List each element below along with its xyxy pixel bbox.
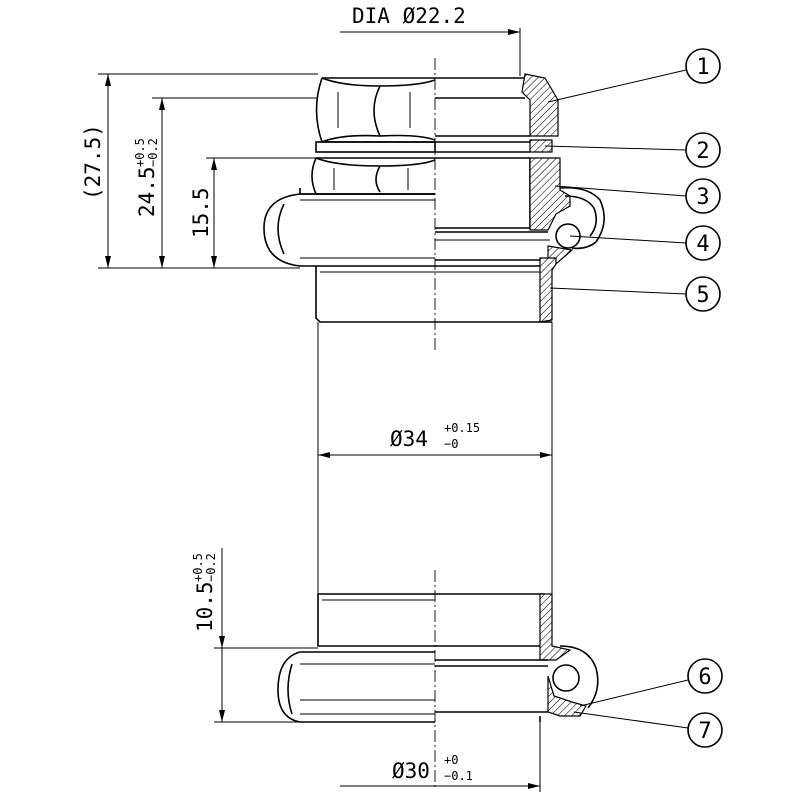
dim-crown-id: Ø30 +0 −0.1 — [340, 716, 541, 792]
balloon-3-number: 3 — [696, 185, 709, 210]
upper-cup-exterior — [315, 266, 435, 323]
dim-crown-height-tol-upper: +0.5 — [191, 553, 205, 582]
dim-crown-id-tol-upper: +0 — [444, 753, 458, 767]
balloon-4: 4 — [569, 225, 721, 261]
locknut-exterior — [315, 77, 436, 143]
dim-cup-od: Ø34 +0.15 −0 — [318, 421, 552, 458]
dim-cup-od-tol-lower: −0 — [444, 437, 458, 451]
dim-overall-height-label: (27.5) — [81, 124, 105, 200]
dim-dia-22-2: DIA Ø22.2 — [340, 4, 521, 76]
balloon-5-number: 5 — [696, 283, 709, 308]
balloon-6-number: 6 — [698, 665, 711, 690]
dim-stack-height-main: 24.5 — [135, 166, 159, 217]
dim-cup-height: 15.5 — [189, 157, 316, 268]
keyed-washer-section — [435, 139, 553, 153]
dim-overall-height: (27.5) — [81, 73, 318, 269]
crown-race-section — [435, 645, 599, 722]
crown-race-exterior — [277, 651, 435, 723]
balloon-1: 1 — [547, 48, 721, 103]
lower-cup-section — [435, 593, 572, 661]
balloon-3: 3 — [554, 178, 721, 214]
upper-cup-section — [435, 257, 557, 323]
dim-dia-22-2-label: DIA Ø22.2 — [352, 4, 466, 28]
dim-crown-height-tol-lower: −0.2 — [204, 553, 218, 582]
dim-crown-height-main: 10.5 — [193, 581, 217, 632]
upper-bearing-ball — [555, 223, 581, 249]
adjusting-nut-exterior — [311, 157, 436, 195]
dim-cup-od-tol-upper: +0.15 — [444, 421, 480, 435]
head-tube-outline — [317, 322, 553, 594]
dim-crown-id-tol-lower: −0.1 — [444, 769, 473, 783]
dim-cup-od-main: Ø34 — [390, 427, 428, 451]
balloon-7-number: 7 — [698, 719, 711, 744]
dim-stack-height-tol-upper: +0.5 — [133, 138, 147, 167]
dim-cup-height-label: 15.5 — [189, 187, 213, 238]
dim-crown-id-main: Ø30 — [392, 759, 430, 783]
keyed-washer-exterior — [315, 141, 436, 153]
balloon-5: 5 — [549, 276, 721, 312]
locknut-section — [435, 73, 559, 137]
adjusting-race-section — [435, 157, 571, 241]
balloon-1-number: 1 — [696, 55, 709, 80]
balloon-2-number: 2 — [696, 139, 709, 164]
dim-stack-height-tol-lower: −0.2 — [146, 138, 160, 167]
balloon-2: 2 — [544, 132, 721, 168]
lower-bearing-ball — [552, 664, 580, 692]
upper-race-exterior — [263, 188, 435, 267]
balloon-6: 6 — [579, 658, 723, 707]
lower-cup-exterior — [317, 593, 435, 647]
balloon-4-number: 4 — [696, 232, 709, 257]
balloon-7: 7 — [573, 711, 723, 748]
dim-stack-height: 24.5 +0.5 −0.2 — [133, 97, 318, 268]
dim-crown-height: 10.5 +0.5 −0.2 — [191, 548, 318, 723]
